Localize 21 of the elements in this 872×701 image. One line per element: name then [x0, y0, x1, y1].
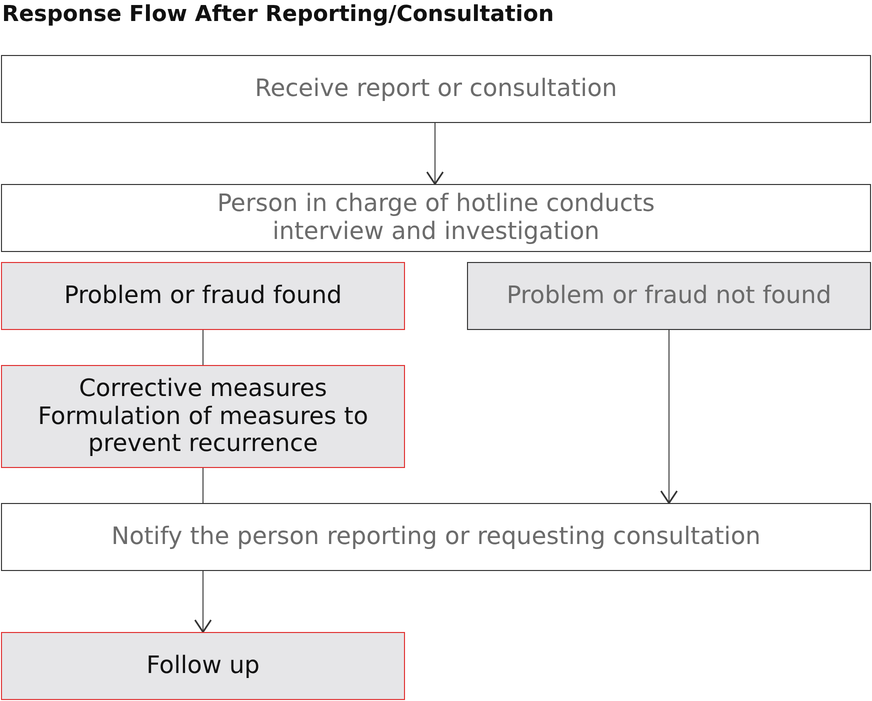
- process-box: [1, 262, 405, 330]
- process-box: [1, 184, 871, 252]
- process-box: [467, 262, 871, 330]
- process-box: [1, 632, 405, 700]
- process-box: [1, 55, 871, 123]
- arrow: [660, 330, 678, 504]
- connector-line: [202, 330, 204, 365]
- box-text: Follow up: [146, 652, 260, 680]
- box-text: Person in charge of hotline conducts interview and investigation: [216, 190, 656, 246]
- box-text: Formulation of measures to prevent recurrence: [36, 402, 370, 458]
- box-text: Notify the person reporting or requesting consultation: [111, 523, 761, 551]
- diagram-title: Response Flow After Reporting/Consultation: [2, 2, 554, 27]
- box-text: Problem or fraud not found: [506, 282, 832, 310]
- arrow: [194, 571, 212, 633]
- arrow: [426, 123, 444, 185]
- process-box: [1, 365, 405, 468]
- box-text: Receive report or consultation: [254, 75, 618, 103]
- process-box: [1, 503, 871, 571]
- connector-line: [202, 468, 204, 503]
- box-text: Problem or fraud found: [64, 282, 342, 310]
- box-text: Corrective measures: [78, 375, 328, 403]
